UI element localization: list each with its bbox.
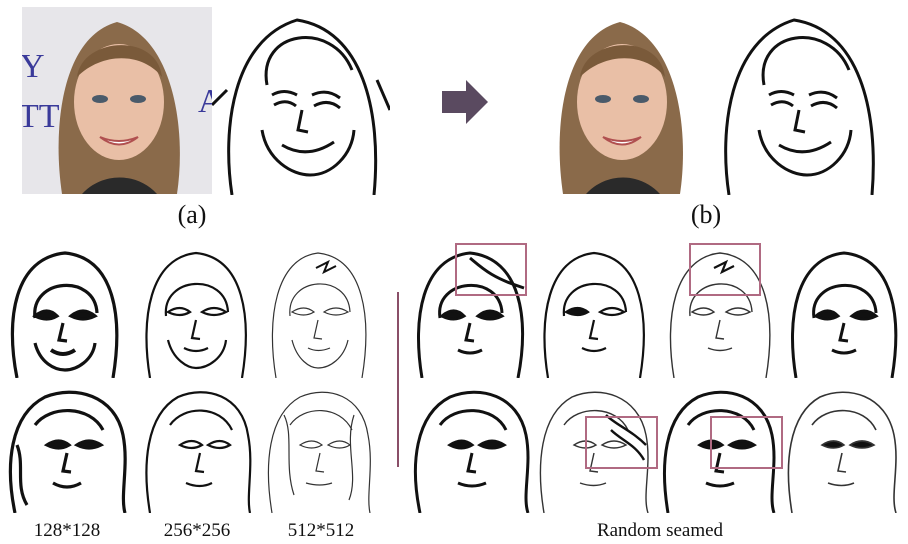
random-seamed-label: Random seamed bbox=[596, 520, 724, 541]
seam-highlight-box-3 bbox=[585, 416, 658, 469]
seamed-sketch-3-row2 bbox=[660, 385, 780, 513]
svg-text:Y: Y bbox=[22, 48, 45, 85]
seamed-sketch-2-row1 bbox=[538, 248, 650, 378]
caption-a: (a) bbox=[177, 200, 207, 229]
caption-b: (b) bbox=[690, 200, 722, 229]
sketch-res-256-row1 bbox=[140, 248, 252, 378]
seamed-sketch-4-row2 bbox=[784, 385, 902, 513]
sketch-b bbox=[714, 10, 884, 195]
scale-label-128: 128*128 bbox=[33, 520, 101, 541]
seamed-sketch-4-row1 bbox=[786, 248, 902, 378]
seam-highlight-box-4 bbox=[710, 416, 783, 469]
seamed-sketch-1-row1 bbox=[412, 248, 530, 378]
section-divider bbox=[397, 292, 399, 467]
sketch-res-512-row1 bbox=[266, 248, 372, 378]
seam-highlight-box-2 bbox=[689, 243, 761, 296]
portrait-photo-b bbox=[528, 7, 710, 194]
sketch-drawing-b bbox=[724, 18, 875, 195]
photo-a: Y TT A bbox=[22, 7, 212, 194]
sketch-res-128-row2 bbox=[5, 385, 129, 513]
seamed-sketch-3-row1 bbox=[664, 248, 776, 378]
portrait-photo-a: Y TT A bbox=[22, 7, 212, 194]
scale-label-256: 256*256 bbox=[163, 520, 231, 541]
sketch-res-256-row2 bbox=[142, 385, 254, 513]
sketch-a bbox=[212, 10, 390, 195]
svg-text:A: A bbox=[198, 83, 212, 120]
svg-text:TT: TT bbox=[22, 98, 60, 135]
sketch-res-512-row2 bbox=[264, 385, 374, 513]
scale-label-512: 512*512 bbox=[287, 520, 355, 541]
sketch-drawing-a bbox=[212, 18, 390, 195]
right-arrow-icon bbox=[440, 78, 490, 126]
photo-b bbox=[528, 7, 710, 194]
seamed-sketch-1-row2 bbox=[410, 385, 532, 513]
sketch-res-128-row1 bbox=[5, 248, 123, 378]
seam-highlight-box-1 bbox=[455, 243, 527, 296]
